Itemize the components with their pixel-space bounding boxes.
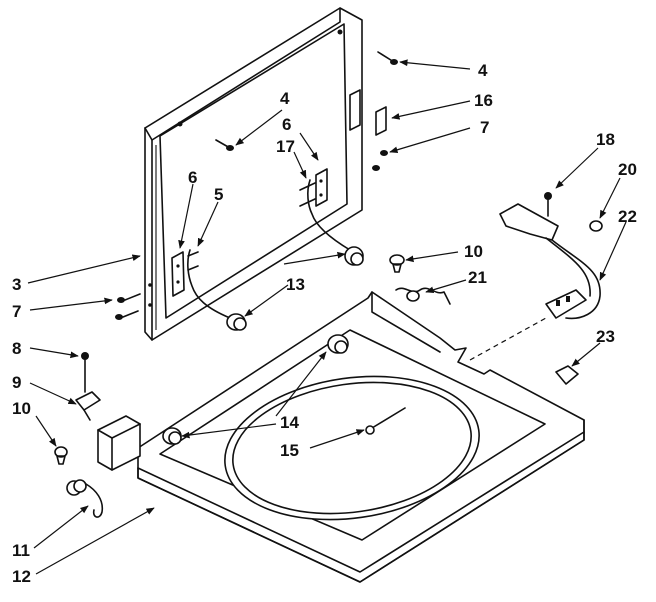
nut-20 bbox=[589, 220, 603, 232]
label-part-4-lid: 4 bbox=[280, 89, 290, 108]
screw-7-right bbox=[372, 150, 388, 171]
label-part-12: 12 bbox=[12, 567, 31, 586]
label-part-11: 11 bbox=[12, 541, 30, 560]
spring-11 bbox=[66, 479, 104, 518]
screw-4-lid bbox=[215, 139, 234, 151]
label-part-18: 18 bbox=[596, 130, 615, 149]
label-part-7-right: 7 bbox=[480, 118, 489, 137]
label-part-15: 15 bbox=[280, 441, 299, 460]
label-part-13: 13 bbox=[286, 275, 305, 294]
label-part-10-left: 10 bbox=[12, 399, 31, 418]
label-part-23: 23 bbox=[596, 327, 615, 346]
plug-10-rear bbox=[389, 254, 405, 273]
bumper-left bbox=[226, 313, 247, 331]
spring-21 bbox=[395, 287, 451, 305]
part-labels: 4 4 16 6 7 17 18 20 6 5 22 10 21 3 13 7 … bbox=[12, 61, 637, 586]
label-part-22: 22 bbox=[618, 207, 637, 226]
lid-panel bbox=[144, 7, 363, 341]
screw-15 bbox=[365, 407, 406, 435]
label-part-17: 17 bbox=[276, 137, 295, 156]
hinge-bracket-right bbox=[315, 168, 328, 207]
wire-dashed bbox=[469, 317, 547, 361]
label-part-9: 9 bbox=[12, 373, 21, 392]
screw-8 bbox=[81, 352, 89, 393]
bumper-14-rear bbox=[327, 334, 349, 354]
label-part-6-right: 6 bbox=[282, 115, 291, 134]
lid-switch bbox=[499, 192, 601, 320]
label-part-6-left: 6 bbox=[188, 168, 197, 187]
bracket-9 bbox=[75, 391, 101, 421]
label-part-21: 21 bbox=[468, 268, 487, 287]
leader-lines bbox=[27, 59, 627, 575]
connector-block bbox=[545, 289, 587, 319]
bumper-right bbox=[344, 246, 364, 266]
label-part-5: 5 bbox=[214, 185, 223, 204]
label-part-7-left: 7 bbox=[12, 302, 21, 321]
top-panel bbox=[97, 291, 585, 583]
label-part-3: 3 bbox=[12, 275, 21, 294]
hinge-rod bbox=[187, 179, 351, 319]
screw-7-left bbox=[115, 293, 141, 320]
bumper-14-front bbox=[162, 427, 182, 445]
screw-4-top bbox=[377, 51, 398, 65]
label-part-4-top: 4 bbox=[478, 61, 488, 80]
plug-10-left bbox=[54, 446, 68, 465]
label-part-10-rear: 10 bbox=[464, 242, 483, 261]
label-part-8: 8 bbox=[12, 339, 21, 358]
hinge-bracket-top bbox=[349, 89, 387, 136]
clip-23 bbox=[555, 365, 579, 385]
label-part-16: 16 bbox=[474, 91, 493, 110]
hinge-bracket-left bbox=[171, 251, 185, 297]
label-part-14: 14 bbox=[280, 413, 299, 432]
label-part-20: 20 bbox=[618, 160, 637, 179]
